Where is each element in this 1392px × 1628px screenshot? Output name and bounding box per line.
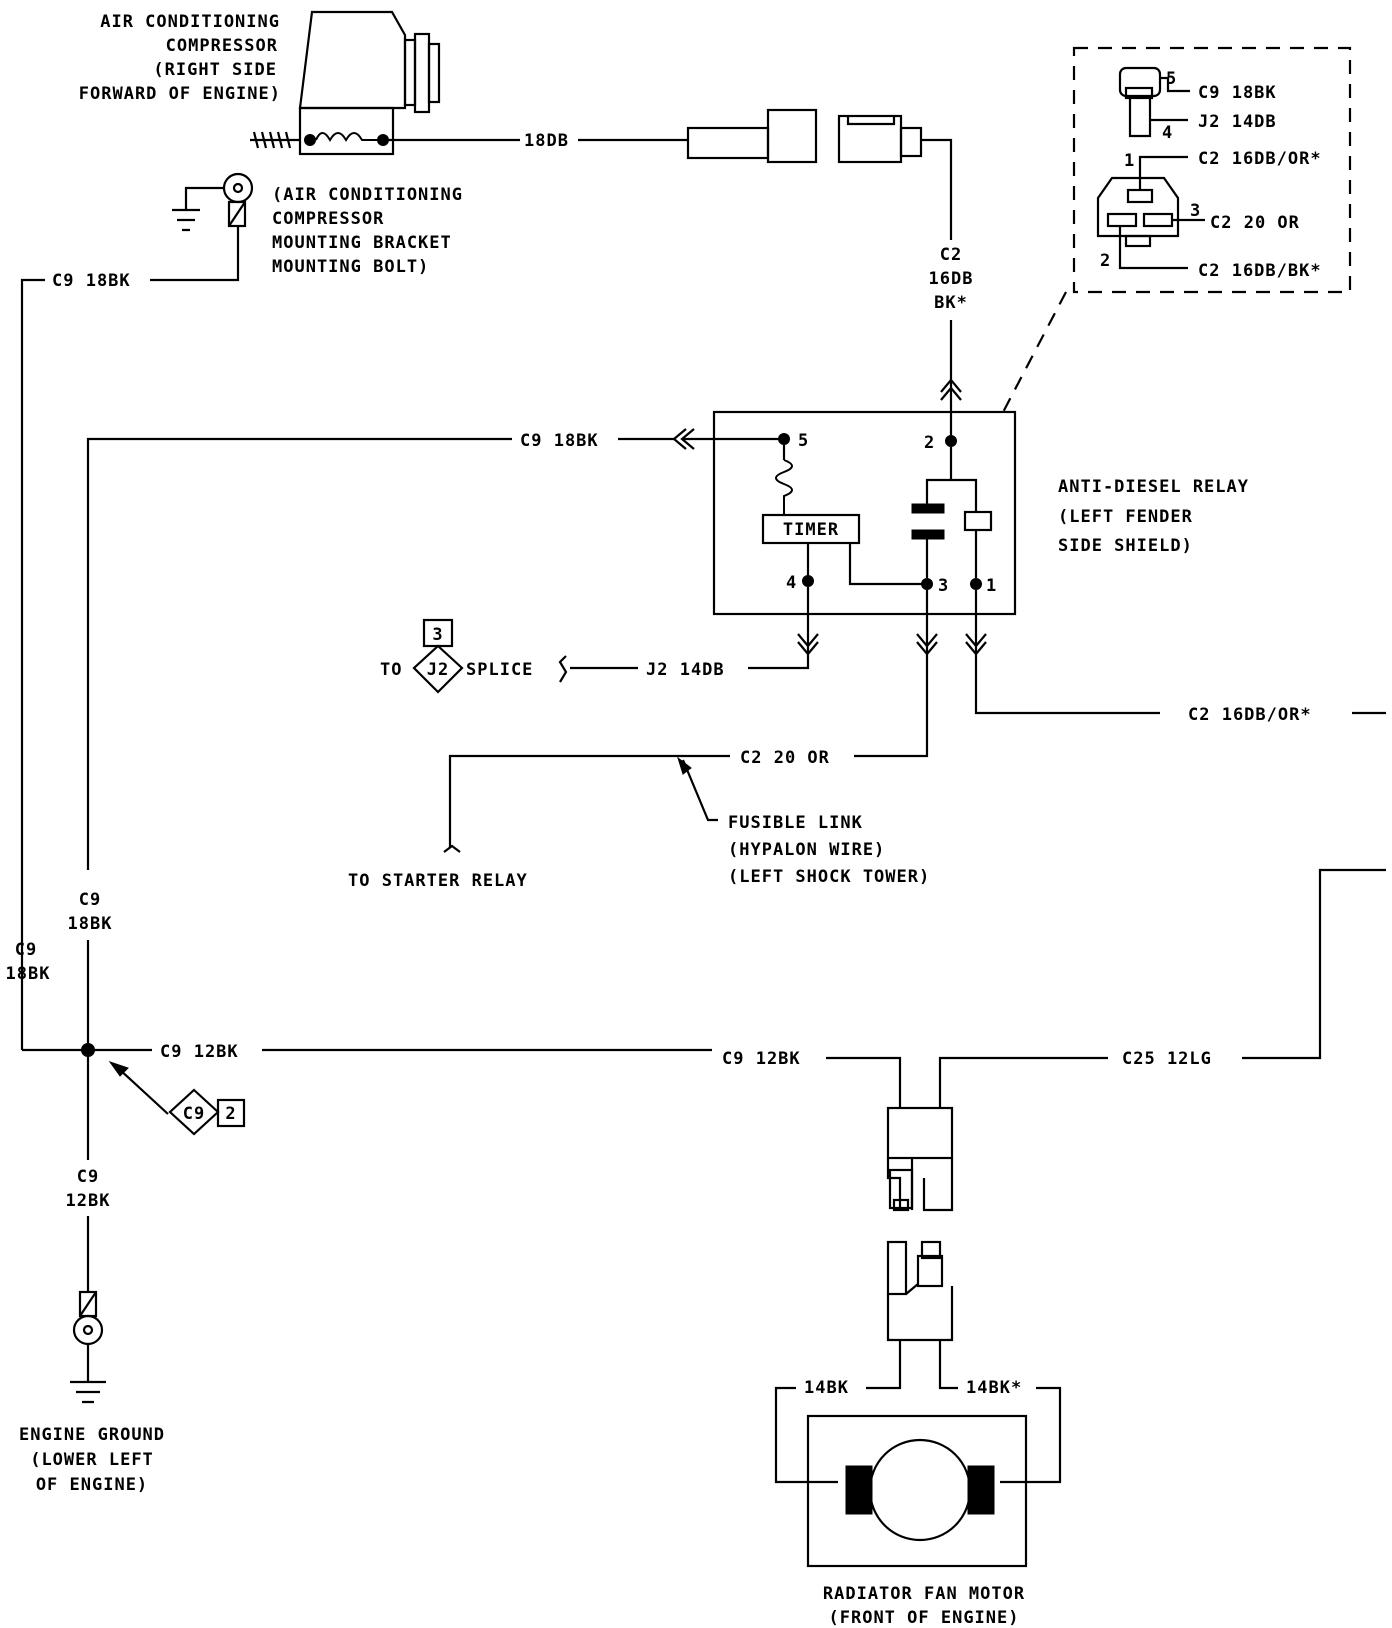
- relay-pin-2: 2: [924, 433, 935, 453]
- splice-j2-id: J2: [427, 660, 449, 680]
- ac-compressor-label-3: (RIGHT SIDE: [153, 60, 277, 80]
- splice-label: SPLICE: [466, 660, 533, 680]
- engine-ground-label-2: (LOWER LEFT: [30, 1450, 154, 1470]
- ac-bracket-label-3: MOUNTING BRACKET: [272, 233, 452, 253]
- ac-bracket-label-2: COMPRESSOR: [272, 209, 384, 229]
- splice-tag-c9: C9 2: [168, 1088, 246, 1136]
- ac-compressor-label-4: FORWARD OF ENGINE): [79, 84, 281, 104]
- engine-ground-label-1: ENGINE GROUND: [19, 1425, 165, 1445]
- pin-3-label: 3: [1190, 201, 1201, 221]
- splice-c9-number: 2: [225, 1104, 236, 1124]
- splice-j2-number: 3: [432, 625, 443, 645]
- wire-label-c9-inner-1: C9: [79, 890, 101, 910]
- detail-wire-c2-16db-bk: C2 16DB/BK*: [1198, 261, 1322, 281]
- relay-housing: [712, 410, 1017, 616]
- wire-label-j2-14db: J2 14DB: [646, 660, 725, 680]
- connector-chevron-top: [940, 378, 962, 401]
- pin-2-label: 2: [1100, 251, 1111, 271]
- wire-label-c9-12bk-down-2: 12BK: [66, 1191, 111, 1211]
- relay-label-3: SIDE SHIELD): [1058, 536, 1193, 556]
- wire-label-18db: 18DB: [524, 131, 569, 151]
- splice-c9-id: C9: [183, 1104, 205, 1124]
- splice-to-label: TO: [380, 660, 402, 680]
- detail-wire-c2-16db-or: C2 16DB/OR*: [1198, 149, 1322, 169]
- fan-connector-upper: [886, 1106, 954, 1212]
- detail-wire-c2-20-or: C2 20 OR: [1210, 213, 1300, 233]
- wire-label-c9-12bk-mid: C9 12BK: [722, 1049, 801, 1069]
- detail-wire-j2-14db: J2 14DB: [1198, 112, 1277, 132]
- compressor-body: [298, 10, 407, 110]
- ac-bracket-label-4: MOUNTING BOLT): [272, 257, 429, 277]
- compressor-pulley: [413, 32, 431, 114]
- wire-label-c9-18bk-relay: C9 18BK: [520, 431, 599, 451]
- timer-label: TIMER: [783, 520, 839, 540]
- engine-ground-label-3: OF ENGINE): [36, 1475, 148, 1495]
- connector-chevron-pin1: [965, 633, 987, 656]
- motor-brush-left: [845, 1465, 873, 1515]
- engine-ground-icon: [70, 1344, 106, 1404]
- relay-pin-5: 5: [798, 431, 809, 451]
- motor-brush-right: [967, 1465, 995, 1515]
- ac-compressor: AIR CONDITIONING COMPRESSOR (RIGHT SIDE …: [79, 10, 441, 156]
- to-starter-relay-label: TO STARTER RELAY: [348, 871, 528, 891]
- detail-wire-c9-18bk: C9 18BK: [1198, 83, 1277, 103]
- fusible-link-label-2: (HYPALON WIRE): [728, 840, 885, 860]
- wire-label-c9-outer-1: C9: [15, 940, 37, 960]
- relay-label-1: ANTI-DIESEL RELAY: [1058, 477, 1249, 497]
- relay-pin-1: 1: [986, 576, 997, 596]
- timer-box: [761, 513, 861, 545]
- splice-tag-j2: 3 J2: [412, 618, 464, 694]
- fusible-link-arrow: [677, 756, 692, 775]
- wire-label-c9-12bk-down-1: C9: [77, 1167, 99, 1187]
- relay-diode: [963, 510, 993, 532]
- radiator-fan-motor: [806, 1414, 1028, 1568]
- fan-connector-lower: [886, 1240, 954, 1342]
- compressor-ground-stud: [250, 131, 300, 149]
- ac-compressor-label-2: COMPRESSOR: [166, 36, 278, 56]
- compressor-clutch-coil: [298, 106, 395, 156]
- pin-1-label: 1: [1124, 151, 1135, 171]
- relay-pin-3: 3: [938, 576, 949, 596]
- wire-label-c9-inner-2: 18BK: [68, 914, 113, 934]
- coil-symbol: [315, 132, 377, 143]
- motor-armature-icon: [868, 1438, 972, 1542]
- ac-compressor-label-1: AIR CONDITIONING: [100, 12, 280, 32]
- wire-label-c9-outer-2: 18BK: [6, 964, 51, 984]
- wire-label-c2-20-or: C2 20 OR: [740, 748, 830, 768]
- relay-label-2: (LEFT FENDER: [1058, 507, 1193, 527]
- relay-coil-icon: [775, 459, 793, 515]
- inline-connector-ac: [686, 108, 923, 164]
- connector-chevron-pin4: [797, 633, 819, 656]
- chassis-ground-icon: [172, 186, 224, 232]
- fan-motor-label-2: (FRONT OF ENGINE): [829, 1608, 1020, 1628]
- wire-label-c9-12bk-left: C9 12BK: [160, 1042, 239, 1062]
- relay-contact-lower: [911, 529, 945, 540]
- wire-label-c25-12lg: C25 12LG: [1122, 1049, 1212, 1069]
- connector-detail-box: 5 C9 18BK 4 J2 14DB 1 C2 16DB/OR* 3 C2 2…: [1072, 46, 1352, 294]
- pin-4-label: 4: [1162, 123, 1173, 143]
- wire-label-fan-14bk: 14BK: [804, 1378, 849, 1398]
- wire-label-fan-14bk-star: 14BK*: [966, 1378, 1022, 1398]
- wire-label-c2-3: BK*: [934, 293, 968, 313]
- relay-pin-4: 4: [786, 573, 797, 593]
- relay-contact-upper: [911, 503, 945, 514]
- fusible-link-label-3: (LEFT SHOCK TOWER): [728, 867, 930, 887]
- connector-chevron-pin3: [916, 633, 938, 656]
- pin-5-label: 5: [1166, 69, 1177, 89]
- ac-bracket-label-1: (AIR CONDITIONING: [272, 185, 463, 205]
- wire-label-c9-18bk-ground: C9 18BK: [52, 271, 131, 291]
- detail-callout-line: [999, 291, 1067, 419]
- fusible-link-label-1: FUSIBLE LINK: [728, 813, 863, 833]
- anti-diesel-relay: 5 TIMER 4 2 3 1: [712, 410, 1017, 616]
- wire-label-c2-2: 16DB: [929, 269, 974, 289]
- compressor-clutch: [403, 38, 417, 107]
- fan-motor-label-1: RADIATOR FAN MOTOR: [823, 1584, 1025, 1604]
- ac-bracket-ground: [150, 172, 254, 282]
- engine-ground-eyelet: [70, 1290, 106, 1404]
- wire-label-c2-16db-or: C2 16DB/OR*: [1188, 705, 1312, 725]
- wire-label-c2-1: C2: [940, 245, 962, 265]
